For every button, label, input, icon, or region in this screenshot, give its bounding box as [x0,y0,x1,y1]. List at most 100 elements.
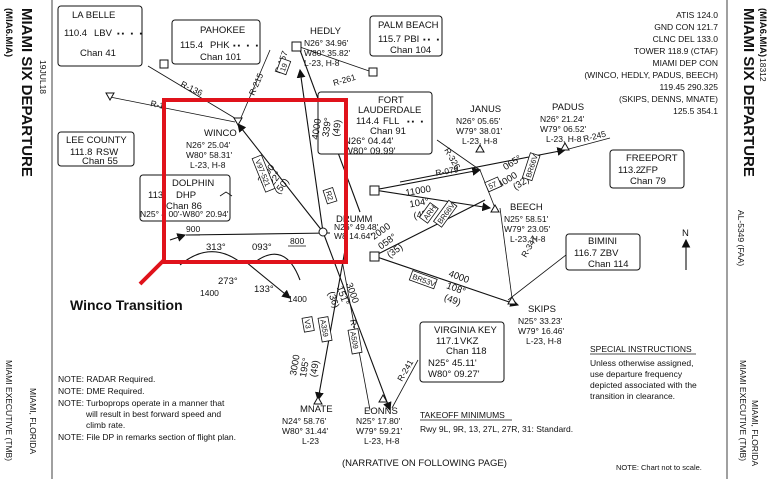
comm-dep: MIAMI DEP CON [653,58,719,68]
mnate-dist: (49) [308,359,322,378]
skips-name: SKIPS [528,304,556,315]
vector-313-093 [185,232,331,236]
morse-icon: ▪▪ ▪ ▪ [232,43,259,51]
fll-name1: FORT [378,95,404,106]
right-amendment: 18312 [758,58,768,82]
navaid-palmbeach: PALM BEACH 115.7 PBI Chan 104 ▪▪ ▪ [369,15,443,57]
north-label: N [682,228,689,239]
special-line3: depicted associated with the [590,380,697,390]
eonns-name: EONNS [364,406,398,417]
fix-labels: HEDLY N26° 34.96' W80° 35.82' L-23, H-8 … [186,26,587,446]
alt-1400a: 1400 [200,288,219,298]
left-bottom-airport: MIAMI EXECUTIVE (TMB) [4,360,14,461]
fll-freq: 114.4 [356,116,379,127]
leg-hedly [296,68,324,233]
airway-g: BR53V [411,272,436,289]
morse-icon: ▪▪ ▪ [406,119,424,127]
navaid-symbols [105,41,570,405]
eonns-lat: N25° 17.80' [356,416,401,426]
alt-800: 800 [290,236,304,246]
labelle-name: LA BELLE [72,10,115,21]
pahokee-id: PHK [210,40,230,51]
comm-dep-fixes2: (SKIPS, DENNS, MNATE) [619,94,718,104]
janus-lon: W79° 38.01' [456,126,503,136]
beech-lon: W79° 23.05' [504,224,551,234]
pahokee-vortac-icon [159,59,169,69]
janus-lat: N26° 05.65' [456,116,501,126]
winco-highlight-box [162,98,348,264]
comms-block: ATIS 124.0 GND CON 121.7 CLNC DEL 133.0 … [584,10,718,116]
note-turboprop-2: will result in best forward speed and [85,409,221,419]
line-vkz-beech [373,199,486,257]
takeoff-title: TAKEOFF MINIMUMS [420,410,505,420]
turn-arc-right [254,253,301,281]
navaid-leecounty: LEE COUNTY 111.8 RSW Chan 55 [57,131,135,167]
winco-name: WINCO [204,128,237,139]
radial-r347 [507,247,576,301]
leg-skips [373,255,520,307]
hedly-dist: (49) [331,119,344,137]
r136-label: R-136 [179,79,204,98]
janus-fix-icon [475,143,485,153]
eonns-dist: (36) [325,290,341,310]
palmbeach-chan: Chan 104 [390,45,431,56]
navaid-freeport: FREEPORT 113.2 ZFP Chan 79 [609,149,685,189]
navaid-pahokee: PAHOKEE 115.4 PHK Chan 101 ▪▪ ▪ ▪ [171,19,261,65]
comm-dep-fixes1: (WINCO, HEDLY, PADUS, BEECH) [584,70,718,80]
winco-airways: L-23, H-8 [190,160,226,170]
fll-lat: N26° 04.44' [344,136,394,147]
padus-lon: W79° 06.52' [540,124,587,134]
pahokee-name: PAHOKEE [200,25,245,36]
comm-atis: ATIS 124.0 [676,10,718,20]
radial-r245 [564,137,611,151]
r1-label: R-1 [150,98,166,111]
mnate-airways: L-23 [302,436,319,446]
vector-313: 313° [206,242,226,253]
r215-label: R-215 [247,71,266,96]
r1-fix-icon [105,92,115,102]
airway-i: A359 [318,319,330,338]
vkz-name: VIRGINIA KEY [434,325,497,336]
narrative-note: (NARRATIVE ON FOLLOWING PAGE) [342,458,507,469]
r261-label: R-261 [332,72,357,88]
airway-k: 19 [278,62,289,73]
mnate-lon: W80° 31.44' [282,426,329,436]
pahokee-chan: Chan 101 [200,52,241,63]
right-chart-title: MIAMI SIX DEPARTURE [740,8,757,177]
padus-name: PADUS [552,102,584,113]
bimini-id: ZBV [600,248,619,259]
vkz-freq: 117.1 [436,336,459,347]
palmbeach-freq: 115.7 [378,34,401,45]
hedly-airways: L-23, H-8 [304,58,340,68]
radial-r215 [239,49,271,121]
airway-d: BR66V [436,201,457,226]
radial-r261 [296,45,373,73]
freeport-name: FREEPORT [626,153,678,164]
special-line1: Unless otherwise assigned, [590,358,693,368]
comm-tower: TOWER 118.9 (CTAF) [634,46,718,56]
fll-lon: W80° 09.99' [344,146,396,157]
mnate-fix-icon [313,395,323,405]
eonns-fix-icon [378,393,388,403]
airway-h: V3 [302,319,312,330]
leg-mnate [315,249,346,402]
skips-lon: W79° 16.46' [518,326,565,336]
scale-note: NOTE: Chart not to scale. [616,463,702,472]
leecounty-name: LEE COUNTY [66,135,127,146]
pbi-vortac-icon [368,67,378,77]
north-arrow: N [681,228,691,270]
padus-airways: L-23, H-8 [546,134,582,144]
freeport-chan: Chan 79 [630,176,666,187]
special-instructions: SPECIAL INSTRUCTIONS Unless otherwise as… [590,344,697,401]
left-chart-title: MIAMI SIX DEPARTURE [18,8,35,177]
janus-alt: 11000 [405,184,432,199]
fll-chan: Chan 91 [370,126,406,137]
alt-1400b: 1400 [288,294,307,304]
fll-name2: LAUDERDALE [358,105,421,116]
janus-crs: 104° [409,196,430,210]
leg-janus [373,167,482,191]
mnate-name: MNATE [300,404,333,415]
padus-lat: N26° 21.24' [540,114,585,124]
takeoff-text: Rwy 9L, 9R, 13, 27L, 27R, 31: Standard. [420,424,573,434]
